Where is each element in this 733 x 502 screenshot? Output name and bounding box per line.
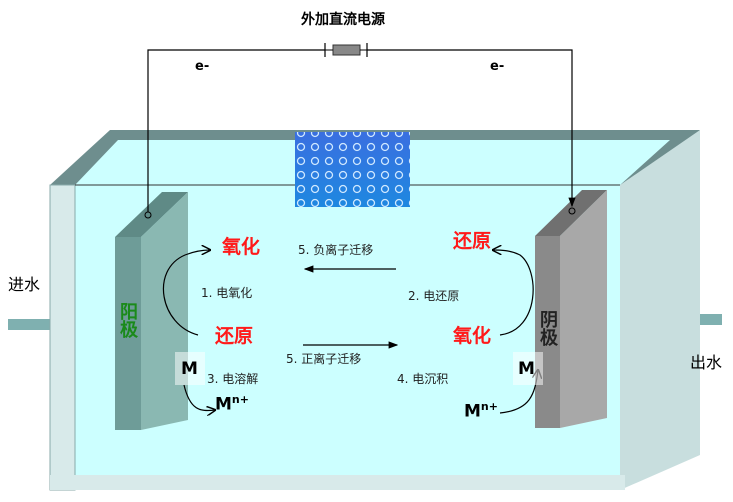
tank-interior [75,140,670,475]
anode-dissolve-arrow [183,384,215,411]
anode-metal-label: M [181,359,198,379]
outlet-label: 出水 [690,353,723,372]
anode-ion-label: Mn+ [215,393,249,415]
cathode-side [560,190,607,428]
electron-label-right: e- [490,59,505,74]
electron-label-left: e- [195,59,210,74]
anode-top [115,192,188,237]
anion-migration-label: 5. 负离子迁移 [298,243,374,257]
step1-label: 1. 电氧化 [201,286,253,300]
anode-oxidation-arrow [162,250,210,336]
wire-right [367,49,576,208]
step4-label: 4. 电沉积 [397,372,449,386]
cathode-label: 阴极 [537,310,558,346]
tank-front-bottom [50,475,625,490]
anode-reduction-label: 还原 [215,325,254,347]
cathode-top [535,190,607,236]
anode-front [115,237,141,430]
power-supply-label: 外加直流电源 [301,12,385,28]
tank-left-wall [49,184,76,491]
anode-label: 阳极 [117,302,138,338]
resistor [332,44,361,56]
cation-migration-label: 5. 正离子迁移 [286,352,362,366]
anode-oxidation-label: 氧化 [222,236,261,258]
cathode-oxidation-label: 氧化 [453,325,492,347]
tank-right-wall [620,130,700,490]
cathode-ion-label: Mn+ [464,400,498,422]
cathode-reduction-label: 还原 [453,230,492,252]
wire-left [147,49,325,212]
step3-label: 3. 电溶解 [207,372,259,386]
cathode-reduction-arrow [493,250,534,336]
inlet-label: 进水 [8,275,41,294]
cathode-metal-label: M [518,359,535,379]
step2-label: 2. 电还原 [408,289,460,303]
